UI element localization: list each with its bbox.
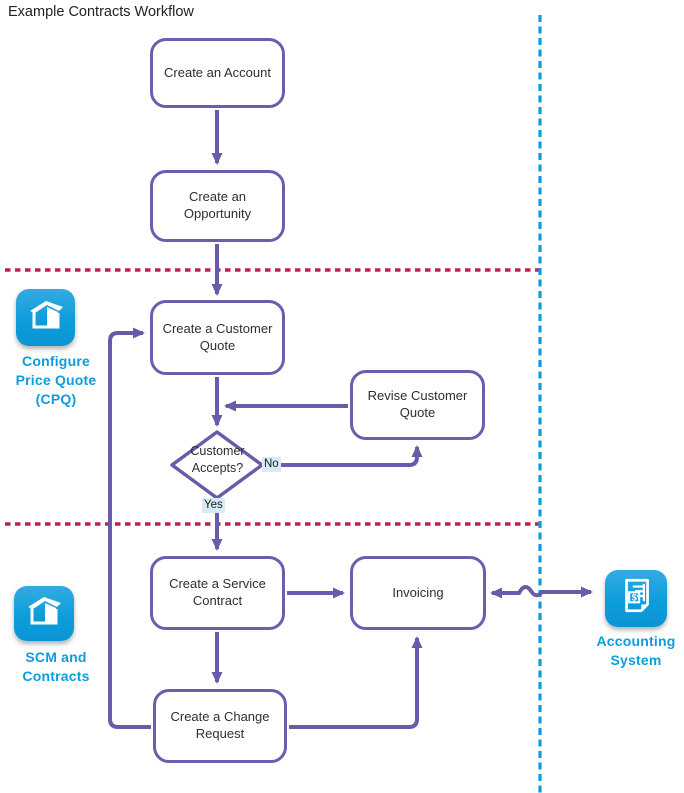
edge-decision-no-to-revise bbox=[261, 445, 423, 467]
edge-change-request-to-quote bbox=[108, 327, 151, 729]
cpq-tile bbox=[16, 289, 75, 346]
accounting-tile: $ bbox=[605, 570, 667, 627]
diagram-title: Example Contracts Workflow bbox=[8, 4, 194, 20]
accounting-annotation: Accounting System bbox=[596, 633, 676, 668]
open-box-icon bbox=[25, 295, 67, 340]
node-create-account: Create an Account bbox=[150, 38, 285, 108]
node-label: Create a Customer Quote bbox=[162, 320, 273, 353]
node-label: Create a Service Contract bbox=[169, 576, 266, 608]
open-box-icon bbox=[23, 591, 65, 636]
edge-label-yes: Yes bbox=[202, 498, 225, 513]
node-invoicing: Invoicing bbox=[350, 556, 486, 630]
node-label: Create an Opportunity bbox=[183, 189, 252, 221]
decision-label: Customer Accepts? bbox=[190, 444, 245, 475]
node-revise-customer-quote: Revise Customer Quote bbox=[350, 370, 485, 440]
node-label: Invoicing bbox=[392, 584, 444, 600]
edge-invoicing-accounting-bidirectional bbox=[490, 585, 593, 599]
node-create-opportunity: Create an Opportunity bbox=[150, 170, 285, 242]
node-label: Revise Customer Quote bbox=[367, 388, 468, 420]
scm-tile bbox=[14, 586, 74, 641]
invoice-icon: $ bbox=[615, 575, 657, 622]
node-label: Create an Account bbox=[164, 64, 271, 80]
node-create-customer-quote: Create a Customer Quote bbox=[150, 300, 285, 375]
edge-label-no: No bbox=[262, 457, 281, 472]
node-create-change-request: Create a Change Request bbox=[153, 689, 287, 763]
scm-annotation: SCM and Contracts bbox=[22, 649, 90, 684]
svg-text:$: $ bbox=[632, 593, 638, 604]
node-create-service-contract: Create a Service Contract bbox=[150, 556, 285, 630]
cpq-annotation: Configure Price Quote (CPQ) bbox=[15, 353, 97, 407]
edge-change-request-to-invoicing bbox=[289, 636, 423, 729]
node-label: Create a Change Request bbox=[170, 709, 270, 741]
